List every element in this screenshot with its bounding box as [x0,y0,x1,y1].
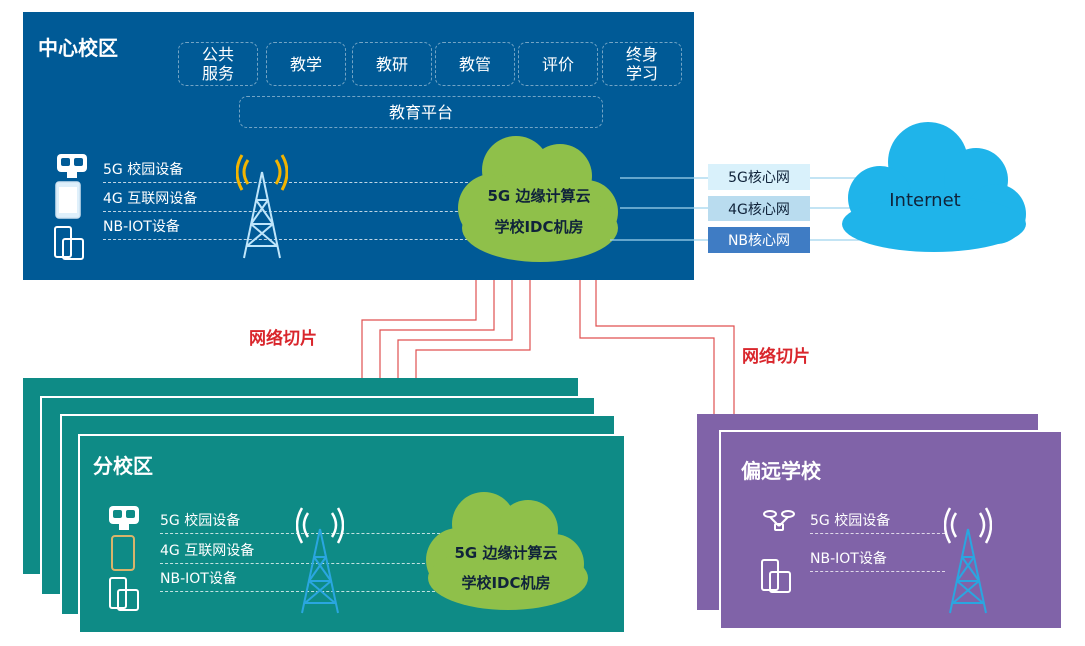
service-teaching: 教学 [266,42,346,86]
internet-label: Internet [889,190,961,211]
service-lifelong: 终身学习 [602,42,682,86]
vr-headset-icon [57,154,87,178]
remote-device-nbiot: NB-IOT设备 [810,551,887,567]
central-device-line-nbiot [103,239,483,240]
service-evaluation: 评价 [518,42,598,86]
service-public-line2: 服务 [201,64,234,83]
central-device-nbiot: NB-IOT设备 [103,219,180,235]
drone-icon [763,510,795,531]
branch-device-nbiot: NB-IOT设备 [160,571,237,587]
internet-cloud-icon [842,122,1026,252]
service-management: 教管 [435,42,515,86]
slice-label-left: 网络切片 [249,329,317,349]
branch-device-line-nbiot [160,591,440,592]
branch-campus-title: 分校区 [93,454,153,478]
branch-phone-tablet-icon [109,577,139,611]
service-public: 公共服务 [178,42,258,86]
slice-line-remote-1 [579,262,715,414]
branch-tablet-icon [111,535,135,571]
core-network-5g: 5G核心网 [708,164,810,190]
central-edge-cloud-line1: 5G 边缘计算云 [487,187,591,205]
branch-device-4g: 4G 互联网设备 [160,543,255,559]
remote-device-line-nbiot [810,571,945,572]
service-lifelong-line1: 终身 [625,45,658,64]
core-network-4g: 4G核心网 [708,196,810,221]
branch-device-line-5g [160,533,440,534]
branch-vr-headset-icon [109,506,139,530]
service-lifelong-line2: 学习 [625,64,658,83]
branch-device-line-4g [160,563,440,564]
remote-phone-tablet-icon [761,559,791,593]
antenna-tower-icon [236,154,288,259]
service-public-line1: 公共 [201,45,234,64]
branch-antenna-tower-icon [296,507,344,614]
central-device-5g: 5G 校园设备 [103,162,184,178]
branch-device-5g: 5G 校园设备 [160,513,241,529]
branch-edge-cloud [426,492,588,610]
slice-line-branch-2 [379,262,495,398]
tablet-icon [55,181,81,219]
slice-label-right: 网络切片 [742,347,810,367]
branch-edge-cloud-line2: 学校IDC机房 [461,574,551,592]
remote-antenna-tower-icon [944,507,992,614]
central-device-line-5g [103,182,483,183]
education-platform: 教育平台 [239,96,603,128]
remote-device-line-5g [810,533,945,534]
central-edge-cloud [458,136,618,262]
phone-tablet-icon [54,226,84,260]
slice-line-remote-2 [595,262,735,432]
central-device-4g: 4G 互联网设备 [103,191,198,207]
central-edge-cloud-line2: 学校IDC机房 [494,218,584,236]
central-campus-title: 中心校区 [38,36,118,60]
remote-school-title: 偏远学校 [741,459,821,483]
remote-device-5g: 5G 校园设备 [810,513,891,529]
core-network-nb: NB核心网 [708,227,810,253]
slice-line-branch-1 [361,262,477,378]
branch-edge-cloud-line1: 5G 边缘计算云 [454,544,558,562]
central-device-line-4g [103,211,483,212]
service-research: 教研 [352,42,432,86]
